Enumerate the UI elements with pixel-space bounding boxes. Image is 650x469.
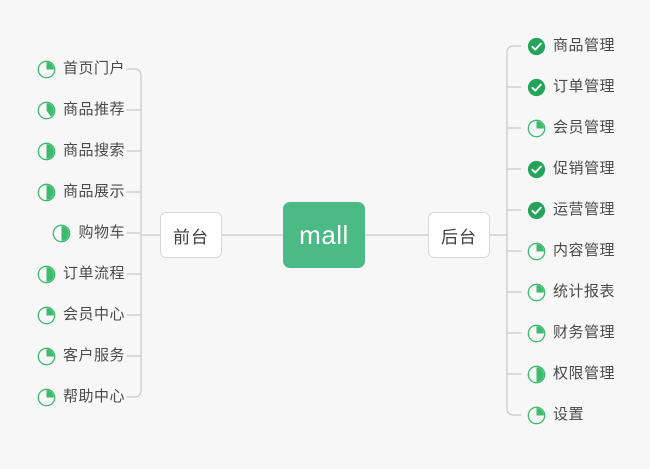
leaf-item-label: 商品展示 xyxy=(62,183,125,200)
pie-icon xyxy=(37,306,56,325)
leaf-item[interactable]: 财务管理 xyxy=(527,320,615,346)
root-node-label: mall xyxy=(299,219,349,250)
leaf-item-label: 首页门户 xyxy=(62,60,125,77)
leaf-item-label: 商品管理 xyxy=(553,37,616,54)
leaf-item[interactable]: 订单管理 xyxy=(527,74,615,100)
branch-node-front[interactable]: 前台 xyxy=(160,212,222,258)
leaf-item-label: 帮助中心 xyxy=(62,388,125,405)
leaf-item[interactable]: 会员管理 xyxy=(527,115,615,141)
leaf-item-label: 财务管理 xyxy=(553,324,616,341)
pie-icon xyxy=(37,60,56,79)
leaf-item[interactable]: 权限管理 xyxy=(527,361,615,387)
leaf-item-label: 会员中心 xyxy=(62,306,125,323)
leaf-item[interactable]: 购物车 xyxy=(52,220,125,246)
leaf-item[interactable]: 促销管理 xyxy=(527,156,615,182)
leaf-item-label: 内容管理 xyxy=(553,242,616,259)
leaf-item[interactable]: 运营管理 xyxy=(527,197,615,223)
pie-icon xyxy=(527,324,546,343)
root-node-mall[interactable]: mall xyxy=(283,202,365,268)
pie-icon xyxy=(527,119,546,138)
pie-icon xyxy=(37,265,56,284)
leaf-item[interactable]: 订单流程 xyxy=(37,261,125,287)
leaf-item[interactable]: 设置 xyxy=(527,402,584,428)
pie-icon xyxy=(37,101,56,120)
branch-node-back[interactable]: 后台 xyxy=(428,212,490,258)
leaf-item-label: 促销管理 xyxy=(553,160,616,177)
leaf-item[interactable]: 帮助中心 xyxy=(37,384,125,410)
check-circle-icon xyxy=(527,78,546,97)
leaf-item[interactable]: 会员中心 xyxy=(37,302,125,328)
check-circle-icon xyxy=(527,201,546,220)
leaf-item[interactable]: 内容管理 xyxy=(527,238,615,264)
pie-icon xyxy=(527,283,546,302)
leaf-item[interactable]: 首页门户 xyxy=(37,56,125,82)
leaf-item-label: 订单管理 xyxy=(553,78,616,95)
leaf-item-label: 运营管理 xyxy=(553,201,616,218)
pie-icon xyxy=(37,142,56,161)
leaf-item-label: 订单流程 xyxy=(62,265,125,282)
leaf-item-label: 商品推荐 xyxy=(62,101,125,118)
check-circle-icon xyxy=(527,37,546,56)
leaf-item[interactable]: 商品展示 xyxy=(37,179,125,205)
leaf-item[interactable]: 客户服务 xyxy=(37,343,125,369)
leaf-item-label: 客户服务 xyxy=(62,347,125,364)
branch-node-front-label: 前台 xyxy=(173,227,209,247)
pie-icon xyxy=(527,365,546,384)
leaf-item-label: 购物车 xyxy=(78,224,125,241)
leaf-item[interactable]: 商品管理 xyxy=(527,33,615,59)
leaf-item[interactable]: 商品搜索 xyxy=(37,138,125,164)
pie-icon xyxy=(37,347,56,366)
leaf-item-label: 统计报表 xyxy=(553,283,616,300)
leaf-item[interactable]: 统计报表 xyxy=(527,279,615,305)
pie-icon xyxy=(527,242,546,261)
pie-icon xyxy=(527,406,546,425)
pie-icon xyxy=(52,224,71,243)
leaf-item[interactable]: 商品推荐 xyxy=(37,97,125,123)
leaf-item-label: 商品搜索 xyxy=(62,142,125,159)
leaf-item-label: 设置 xyxy=(553,406,585,423)
check-circle-icon xyxy=(527,160,546,179)
leaf-item-label: 权限管理 xyxy=(553,365,616,382)
pie-icon xyxy=(37,183,56,202)
pie-icon xyxy=(37,388,56,407)
leaf-item-label: 会员管理 xyxy=(553,119,616,136)
branch-node-back-label: 后台 xyxy=(441,227,477,247)
